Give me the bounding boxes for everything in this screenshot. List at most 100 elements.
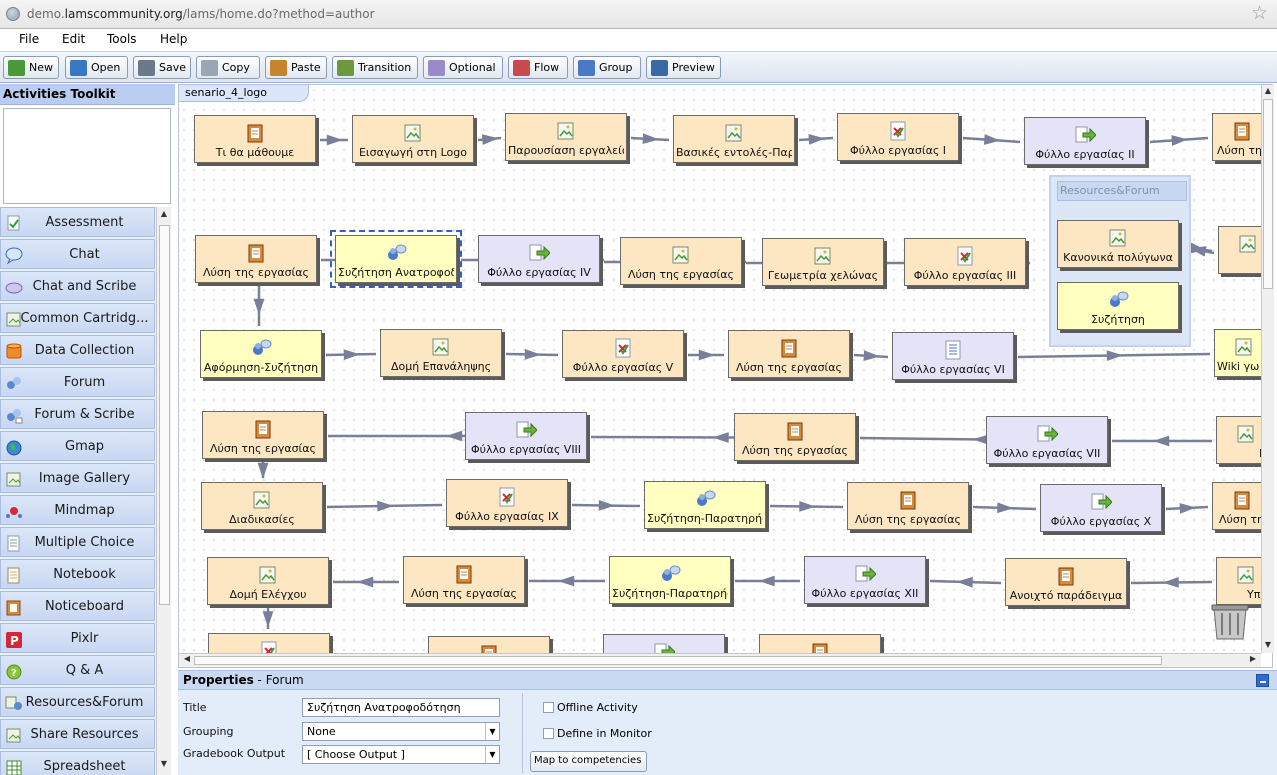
tab-design-name[interactable]: senario_4_logo [179,85,309,102]
url-text[interactable]: demo.lamscommunity.org/lams/home.do?meth… [27,7,375,21]
toolkit-item-noticeboard[interactable]: Noticeboard [0,591,155,621]
preview-button[interactable]: Preview [646,56,721,79]
menu-tools[interactable]: Tools [107,32,137,46]
optional-button[interactable]: Optional [423,56,503,79]
activity[interactable]: Τι θα μάθουμε [194,115,316,163]
activity[interactable]: Συζήτηση-Παρατηρήσ [644,481,766,529]
toolkit-scroll-thumb[interactable] [159,225,170,605]
activity[interactable]: Φύλλο εργασίας I [837,113,959,161]
scroll-left-icon[interactable]: ◀ [183,654,191,663]
activity-selected[interactable]: Συζήτηση Ανατροφοδ [330,230,462,288]
activity[interactable]: Φύλλο εργασίας IX [446,479,568,527]
activity[interactable]: Φύλλο εργασίας II [1024,117,1146,165]
gradebook-output-select[interactable]: [ Choose Output ]▼ [302,745,500,764]
canvas-hscroll-thumb[interactable] [194,656,1162,665]
new-button[interactable]: New [3,56,59,79]
toolkit-item-resources-forum[interactable]: Resources&Forum [0,687,155,717]
transition-button[interactable]: Transition [332,56,418,79]
minimize-icon[interactable] [1256,674,1269,687]
activity[interactable]: Λύση τη [1212,482,1261,530]
chevron-down-icon[interactable]: ▼ [485,746,499,763]
activity[interactable]: Φύλλο εργασίας III [904,238,1026,286]
activity[interactable]: Με [1216,416,1261,464]
activity[interactable] [428,636,550,653]
menu-file[interactable]: File [19,32,40,46]
canvas-vscroll-thumb[interactable] [1263,99,1273,289]
activity[interactable]: Διαδικασίες [201,482,323,530]
activity[interactable]: Λύση της εργασίας [847,482,969,530]
flow-button[interactable]: Flow [508,56,568,79]
canvas-vertical-scrollbar[interactable]: ▲ ▼ [1261,85,1274,653]
toolkit-item-spreadsheet[interactable]: Spreadsheet [0,751,155,775]
toolkit-scrollbar[interactable]: ▲ ▼ [156,207,171,775]
activity[interactable]: Ανοιχτό παράδειγμα [1005,558,1127,606]
activity[interactable]: Κανονικά πολύγωνα [1057,220,1179,268]
activity[interactable] [208,633,330,653]
activity[interactable]: Λύση της εργασίας [195,235,317,283]
activity[interactable]: Φύλλο εργασίας VII [986,416,1108,464]
design-canvas[interactable]: Resources&Forum Τι θα μάθουμε Εισαγωγή σ… [179,85,1261,653]
toolkit-item-chat-and-scribe[interactable]: Chat and Scribe [0,271,155,301]
activity[interactable]: Λύση της εργασίας [403,556,525,604]
activity[interactable] [603,634,725,653]
toolkit-item-common-cartridge[interactable]: Common Cartridg... [0,303,155,333]
activity[interactable]: Εισαγωγή στη Logo [352,115,474,163]
toolkit-item-chat[interactable]: Chat [0,239,155,269]
bookmark-star-icon[interactable]: ☆ [1250,2,1268,24]
address-bar[interactable]: demo.lamscommunity.org/lams/home.do?meth… [0,0,1277,29]
paste-button[interactable]: Paste [265,56,327,79]
trash-bin-icon[interactable] [1209,601,1251,641]
menu-help[interactable]: Help [160,32,188,46]
activity[interactable]: Λύση τη [1212,113,1261,161]
toolkit-item-q-and-a[interactable]: ?Q & A [0,655,155,685]
activity[interactable]: Φύλλο εργασίας VI [892,332,1014,380]
save-button[interactable]: Save [133,56,191,79]
chevron-down-icon[interactable]: ▼ [485,723,499,740]
activity[interactable]: Λύση της εργασίας [734,413,856,461]
activity[interactable]: Αφόρμηση-Συζήτηση [200,330,322,378]
activity[interactable]: Βασικές εντολές-Παρ [673,115,795,163]
toolkit-item-multiple-choice[interactable]: Multiple Choice [0,527,155,557]
scroll-up-icon[interactable]: ▲ [1264,86,1272,95]
activity[interactable]: Υπερ [1216,557,1261,605]
toolkit-item-gmap[interactable]: Gmap [0,431,155,461]
toolkit-item-share-resources[interactable]: Share Resources [0,719,155,749]
title-field[interactable]: Συζήτηση Ανατροφοδότηση [302,698,500,717]
activity[interactable]: Δομή Ελέγχου [207,557,329,605]
copy-button[interactable]: Copy [196,56,260,79]
offline-activity-checkbox[interactable] [543,702,554,713]
activity[interactable]: Λύση της εργασίας [202,411,324,459]
activity[interactable]: Φύλλο εργασίας VIII [465,412,587,460]
activity[interactable]: Λύση της εργασίας [728,330,850,378]
group-button[interactable]: Group [573,56,641,79]
activity[interactable]: Συζήτηση-Παρατηρήσ [609,556,731,604]
define-in-monitor-checkbox[interactable] [543,728,554,739]
toolkit-item-forum-scribe[interactable]: Forum & Scribe [0,399,155,429]
toolkit-item-mindmap[interactable]: Mindmap [0,495,155,525]
scroll-down-icon[interactable]: ▼ [1264,640,1272,649]
activity[interactable]: Τε [1218,226,1261,274]
toolkit-item-image-gallery[interactable]: Image Gallery [0,463,155,493]
activity[interactable]: Φύλλο εργασίας XII [804,556,926,604]
activity[interactable]: Λύση της εργασίας [620,237,742,285]
open-button[interactable]: Open [65,56,128,79]
activity[interactable]: Φύλλο εργασίας IV [478,235,600,283]
activity[interactable]: Wiki γω [1214,329,1261,377]
grouping-select[interactable]: None▼ [302,722,500,741]
toolkit-item-forum[interactable]: Forum [0,367,155,397]
menu-edit[interactable]: Edit [62,32,86,46]
activity[interactable]: Παρουσίαση εργαλείου [505,113,627,161]
toolkit-item-assessment[interactable]: Assessment [0,207,155,237]
scroll-right-icon[interactable]: ▶ [1249,654,1257,663]
scroll-up-icon[interactable]: ▲ [160,209,168,218]
map-to-competencies-button[interactable]: Map to competencies [530,751,648,772]
canvas-horizontal-scrollbar[interactable]: ◀ ▶ [179,653,1261,667]
activity[interactable] [759,634,881,653]
toolkit-item-notebook[interactable]: Notebook [0,559,155,589]
activity[interactable]: Συζήτηση [1057,282,1179,330]
activity[interactable]: Δομή Επανάληψης [380,329,502,377]
activity[interactable]: Φύλλο εργασίας X [1040,484,1162,532]
activity[interactable]: Γεωμετρία χελώνας [762,238,884,286]
activity[interactable]: Φύλλο εργασίας V [562,330,684,378]
